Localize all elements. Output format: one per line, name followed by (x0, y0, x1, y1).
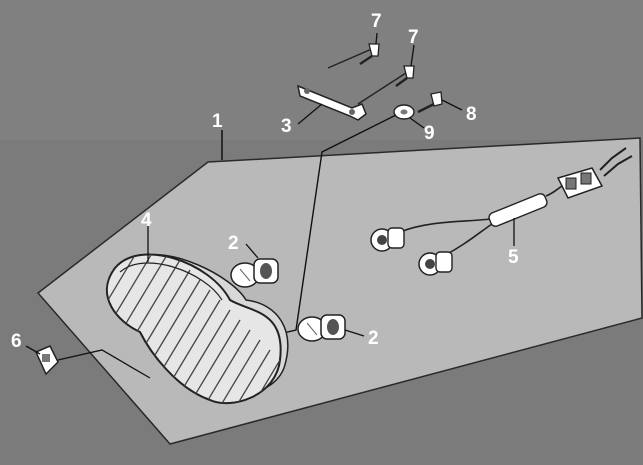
bulb-part-lower (297, 314, 346, 342)
leader-line-3 (297, 103, 323, 125)
leader-line-7a (375, 32, 378, 45)
callout-5: 5 (508, 247, 519, 268)
clip-nut-part (35, 345, 59, 376)
leader-line-7b (410, 44, 415, 67)
tail-lamp-lens (105, 253, 289, 405)
socket-right (418, 251, 453, 276)
assembly-line-clip (57, 349, 151, 379)
screw-part-b (357, 65, 415, 105)
callout-4: 4 (141, 210, 152, 231)
background-top-shade (0, 0, 643, 140)
wiring-harness-part (370, 147, 633, 276)
leader-line-9 (409, 117, 425, 129)
callout-2-lower: 2 (368, 328, 379, 349)
callout-8: 8 (466, 104, 477, 125)
leader-line-8 (441, 99, 463, 111)
socket-left (370, 227, 405, 252)
bracket-part (296, 84, 367, 121)
callout-7-left: 7 (371, 11, 382, 32)
leader-line-2b (344, 329, 365, 337)
callout-1: 1 (212, 111, 223, 132)
harness-connector (556, 147, 633, 199)
callout-9: 9 (424, 123, 435, 144)
screw-part-a (327, 43, 380, 69)
callout-3: 3 (281, 116, 292, 137)
callout-2-upper: 2 (228, 233, 239, 254)
leader-line-2a (245, 243, 259, 259)
leader-line-6 (25, 345, 41, 355)
bulb-part-upper (230, 258, 279, 288)
bolt-part (417, 91, 443, 114)
callout-7-right: 7 (408, 27, 419, 48)
callout-6: 6 (11, 331, 22, 352)
washer-part (393, 104, 415, 120)
